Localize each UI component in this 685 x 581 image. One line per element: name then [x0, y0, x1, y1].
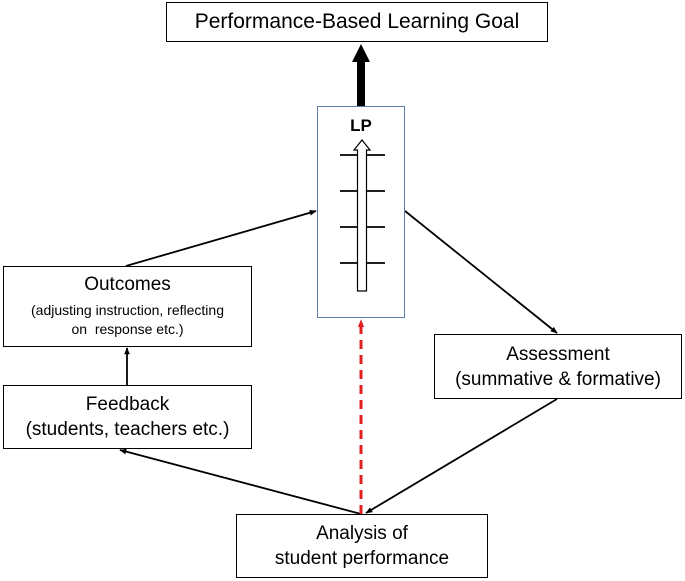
feedback-box: Feedback (students, teachers etc.): [3, 385, 252, 449]
outcomes-title: Outcomes: [84, 274, 171, 295]
assessment-title: Assessment: [506, 343, 610, 365]
learning-progression-ladder: [339, 138, 385, 292]
analysis-title: Analysis of: [316, 523, 408, 544]
learning-goal-box: Performance-Based Learning Goal: [166, 2, 548, 42]
assessment-to-analysis-arrow: [365, 398, 558, 514]
feedback-title: Feedback: [85, 394, 170, 415]
lp-to-assessment-arrow: [404, 210, 558, 334]
analysis-to-feedback-arrow: [119, 448, 362, 515]
outcomes-detail-line2: on response etc.): [71, 321, 184, 337]
analysis-box: Analysis of student performance: [236, 514, 488, 578]
analysis-detail: student performance: [274, 548, 450, 569]
assessment-box: Assessment (summative & formative): [434, 334, 682, 399]
assessment-detail: (summative & formative): [455, 368, 661, 390]
goal-arrow: [352, 44, 370, 106]
learning-progression-label: LP: [350, 116, 372, 135]
outcomes-detail-line1: (adjusting instruction, reflecting: [31, 302, 224, 318]
outcomes-box: Outcomes (adjusting instruction, reflect…: [3, 266, 252, 347]
learning-goal-label: Performance-Based Learning Goal: [194, 10, 520, 33]
outcomes-to-lp-arrow: [125, 210, 317, 267]
feedback-detail: (students, teachers etc.): [25, 419, 230, 440]
learning-progression-box: [317, 106, 405, 318]
progression-arrow: [352, 138, 371, 292]
